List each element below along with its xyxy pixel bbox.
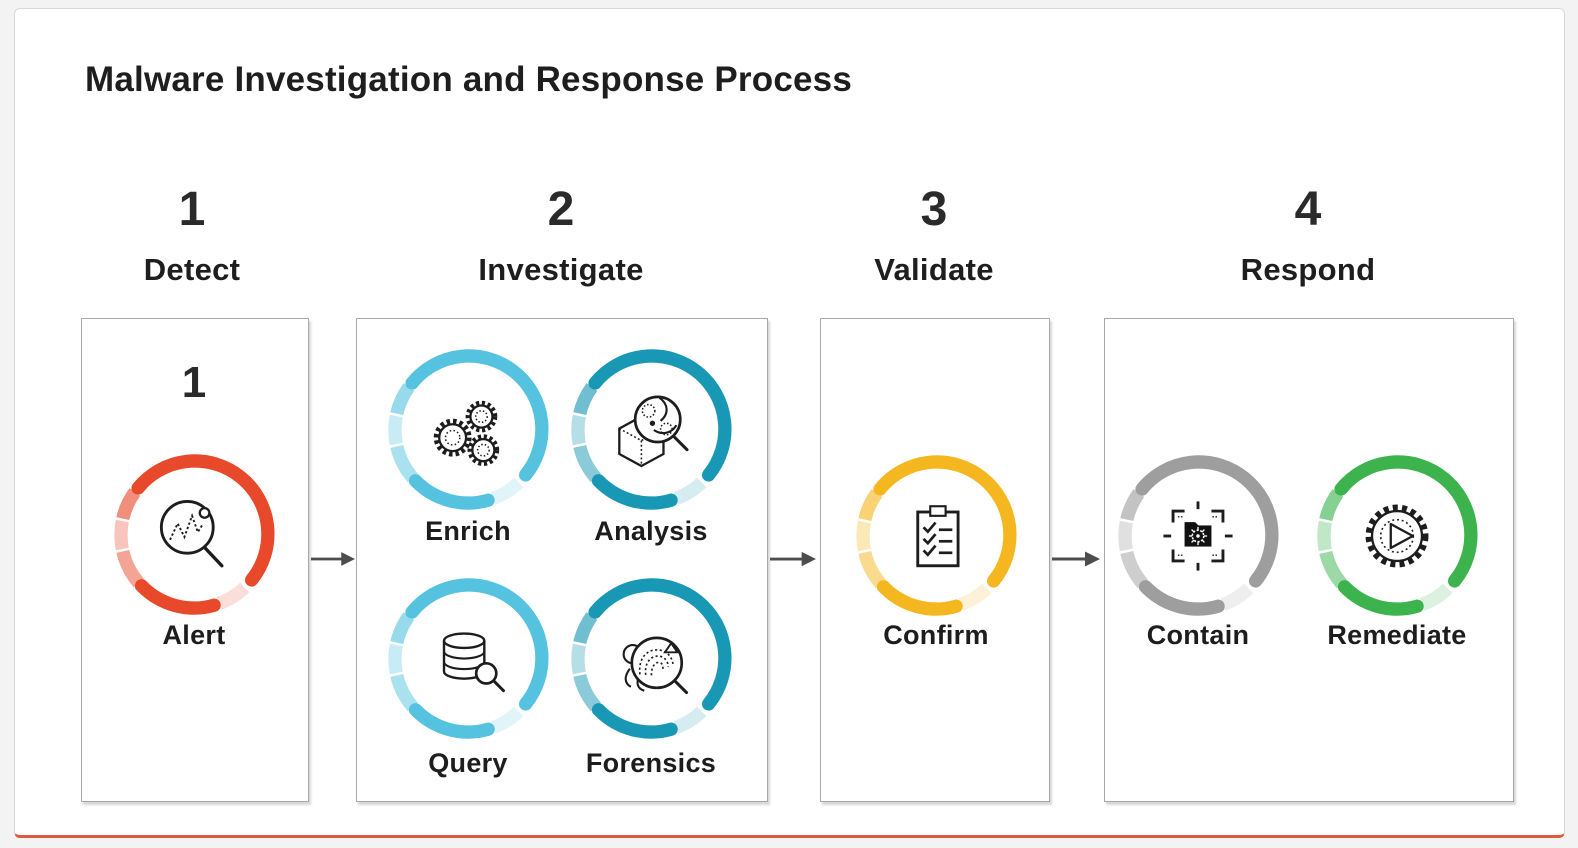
stage-label: Detect xyxy=(143,252,241,287)
magnifier-signal-icon xyxy=(159,499,224,568)
database-magnifier-icon xyxy=(442,632,505,693)
stage-number: 4 xyxy=(1294,183,1322,236)
bug-magnifier-icon xyxy=(622,636,689,695)
stage-header-respond: 4 Respond xyxy=(1158,186,1458,288)
item-label-confirm: Confirm xyxy=(883,620,989,650)
gear-play-icon xyxy=(1365,504,1429,568)
item-label-forensics: Forensics xyxy=(585,748,717,778)
item-label-alert: Alert xyxy=(162,620,226,650)
stage-number: 2 xyxy=(547,183,575,236)
item-label-remediate: Remediate xyxy=(1327,620,1467,650)
item-label-analysis: Analysis xyxy=(594,516,708,546)
stage-number: 1 xyxy=(178,183,206,236)
clipboard-checklist-icon xyxy=(916,505,960,568)
page-title: Malware Investigation and Response Proce… xyxy=(85,60,852,99)
gears-icon xyxy=(433,400,500,466)
detect-inner-number: 1 xyxy=(181,358,207,407)
cube-magnifier-icon xyxy=(618,395,689,468)
stage-label: Investigate xyxy=(478,252,644,287)
malware-crosshair-icon xyxy=(1163,501,1233,571)
stage-label: Validate xyxy=(874,252,994,287)
stage-header-validate: 3 Validate xyxy=(784,186,1084,288)
arrow-validate-to-respond xyxy=(1052,551,1100,567)
item-label-enrich: Enrich xyxy=(425,516,511,546)
item-label-contain: Contain xyxy=(1146,620,1250,650)
item-label-query: Query xyxy=(428,748,508,778)
stage-number: 3 xyxy=(920,183,948,236)
arrow-investigate-to-validate xyxy=(770,551,816,567)
arrow-detect-to-investigate xyxy=(311,552,355,566)
stage-header-detect: 1 Detect xyxy=(42,186,342,288)
stage-label: Respond xyxy=(1240,252,1376,287)
stage-header-investigate: 2 Investigate xyxy=(411,186,711,288)
